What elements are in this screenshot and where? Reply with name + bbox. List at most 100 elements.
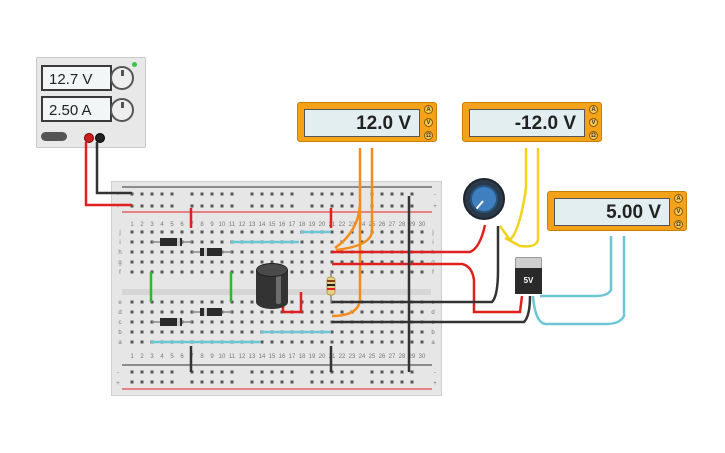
- breadboard-hole: [310, 240, 314, 244]
- breadboard-hole: [310, 204, 314, 208]
- power-switch[interactable]: [41, 132, 67, 141]
- breadboard-hole: [240, 240, 244, 244]
- breadboard-hole: [260, 192, 264, 196]
- row-letter: d: [431, 310, 434, 316]
- breadboard-hole: [290, 250, 294, 254]
- power-supply[interactable]: 12.7 V 2.50 A: [36, 57, 146, 148]
- breadboard-hole: [320, 240, 324, 244]
- capacitor-stripe: [276, 270, 281, 304]
- breadboard-hole: [170, 340, 174, 344]
- breadboard-hole: [340, 320, 344, 324]
- breadboard-hole: [320, 310, 324, 314]
- voltage-regulator[interactable]: 5V: [515, 257, 542, 297]
- breadboard-hole: [300, 260, 304, 264]
- breadboard-hole: [420, 250, 424, 254]
- breadboard-hole: [160, 310, 164, 314]
- column-number: 15: [269, 222, 276, 228]
- breadboard-hole: [330, 250, 334, 254]
- column-number: 14: [259, 222, 266, 228]
- breadboard-hole: [350, 370, 354, 374]
- column-number: 30: [419, 354, 426, 360]
- column-number: 1: [130, 354, 134, 360]
- breadboard-hole: [190, 300, 194, 304]
- breadboard-hole: [160, 204, 164, 208]
- breadboard-hole: [140, 260, 144, 264]
- breadboard-hole: [280, 240, 284, 244]
- breadboard-hole: [190, 240, 194, 244]
- breadboard-hole: [320, 250, 324, 254]
- breadboard-hole: [350, 192, 354, 196]
- breadboard-hole: [370, 270, 374, 274]
- column-number: 22: [339, 354, 346, 360]
- column-number: 28: [399, 354, 406, 360]
- amps-button[interactable]: A: [674, 194, 683, 203]
- potentiometer-knob[interactable]: [470, 185, 498, 213]
- breadboard-hole: [310, 230, 314, 234]
- breadboard-hole: [370, 250, 374, 254]
- multimeter-3[interactable]: 5.00 V A V Ω: [547, 191, 687, 231]
- breadboard-hole: [150, 320, 154, 324]
- breadboard-hole: [330, 240, 334, 244]
- breadboard-hole: [320, 204, 324, 208]
- column-number: 21: [329, 222, 336, 228]
- breadboard-hole: [390, 192, 394, 196]
- row-letter: f: [432, 270, 434, 276]
- breadboard-hole: [210, 300, 214, 304]
- breadboard-hole: [290, 300, 294, 304]
- breadboard-hole: [180, 230, 184, 234]
- breadboard-hole: [370, 330, 374, 334]
- breadboard-hole: [410, 370, 414, 374]
- column-number: 17: [289, 222, 296, 228]
- breadboard-hole: [180, 270, 184, 274]
- ohms-button[interactable]: Ω: [589, 131, 598, 140]
- volts-button[interactable]: V: [589, 118, 598, 127]
- row-letter: a: [118, 340, 122, 346]
- voltage-knob-icon[interactable]: [110, 66, 134, 90]
- column-number: 26: [379, 222, 386, 228]
- breadboard-hole: [420, 260, 424, 264]
- breadboard-hole: [240, 230, 244, 234]
- breadboard-hole: [270, 330, 274, 334]
- breadboard-hole: [210, 240, 214, 244]
- column-number: 27: [389, 222, 396, 228]
- breadboard-hole: [200, 230, 204, 234]
- volts-button[interactable]: V: [674, 207, 683, 216]
- breadboard-hole: [360, 260, 364, 264]
- psu-positive-terminal[interactable]: [84, 133, 94, 143]
- breadboard-hole: [380, 380, 384, 384]
- capacitor-top: [256, 263, 288, 277]
- breadboard-hole: [400, 260, 404, 264]
- breadboard-hole: [210, 204, 214, 208]
- meter-3-display: 5.00 V: [554, 198, 670, 226]
- multimeter-1[interactable]: 12.0 V A V Ω: [297, 102, 437, 142]
- breadboard-hole: [340, 310, 344, 314]
- breadboard-hole: [370, 310, 374, 314]
- breadboard-hole: [140, 330, 144, 334]
- breadboard-hole: [150, 330, 154, 334]
- potentiometer-icon[interactable]: [463, 178, 505, 220]
- breadboard-hole: [410, 310, 414, 314]
- breadboard-hole: [190, 320, 194, 324]
- breadboard-hole: [200, 340, 204, 344]
- volts-button[interactable]: V: [424, 118, 433, 127]
- ohms-button[interactable]: Ω: [424, 131, 433, 140]
- breadboard-hole: [310, 270, 314, 274]
- breadboard-hole: [300, 240, 304, 244]
- breadboard-hole: [400, 250, 404, 254]
- breadboard-hole: [290, 370, 294, 374]
- amps-button[interactable]: A: [589, 105, 598, 114]
- breadboard-hole: [190, 370, 194, 374]
- breadboard-hole: [360, 270, 364, 274]
- ohms-button[interactable]: Ω: [674, 220, 683, 229]
- multimeter-2[interactable]: -12.0 V A V Ω: [462, 102, 602, 142]
- breadboard-hole: [390, 370, 394, 374]
- breadboard-hole: [130, 370, 134, 374]
- column-number: 22: [339, 222, 346, 228]
- current-knob-icon[interactable]: [110, 98, 134, 122]
- capacitor-icon[interactable]: [256, 263, 288, 309]
- breadboard-hole: [320, 230, 324, 234]
- psu-negative-terminal[interactable]: [95, 133, 105, 143]
- breadboard-hole: [210, 330, 214, 334]
- breadboard-hole: [340, 340, 344, 344]
- amps-button[interactable]: A: [424, 105, 433, 114]
